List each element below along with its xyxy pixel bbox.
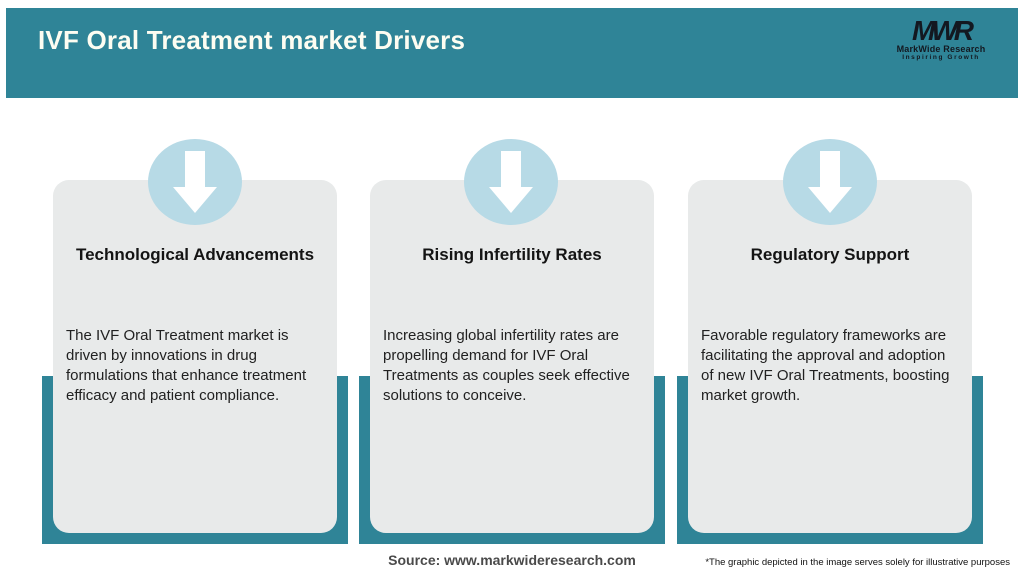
down-arrow-icon [489, 151, 533, 213]
arrow-badge [464, 139, 558, 225]
card-body-text: Increasing global infertility rates are … [383, 327, 630, 404]
card-body-text: Favorable regulatory frameworks are faci… [701, 327, 950, 404]
page-title: IVF Oral Treatment market Drivers [38, 25, 466, 55]
card-title: Rising Infertility Rates [422, 245, 602, 264]
markwide-research-logo: MWR MarkWide Research Inspiring Growth [886, 15, 996, 62]
logo-acronym: MWR [912, 15, 974, 46]
source-text: Source: www.markwideresearch.com [388, 552, 636, 568]
arrow-badge [783, 139, 877, 225]
header-bar: IVF Oral Treatment market Drivers MWR Ma… [6, 8, 1018, 98]
down-arrow-icon [173, 151, 217, 213]
arrow-badge [148, 139, 242, 225]
logo-tagline: Inspiring Growth [902, 54, 980, 61]
card-body-text: The IVF Oral Treatment market is driven … [66, 327, 307, 404]
card-title: Regulatory Support [750, 245, 910, 264]
driver-card-regulatory-support: Regulatory Support Favorable regulatory … [688, 180, 972, 533]
logo-name: MarkWide Research [896, 44, 986, 54]
driver-card-technological-advancements: Technological Advancements The IVF Oral … [53, 180, 337, 533]
disclaimer-text: *The graphic depicted in the image serve… [705, 557, 1010, 568]
driver-card-rising-infertility-rates: Rising Infertility Rates Increasing glob… [370, 180, 654, 533]
card-title: Technological Advancements [75, 245, 315, 264]
down-arrow-icon [808, 151, 852, 213]
